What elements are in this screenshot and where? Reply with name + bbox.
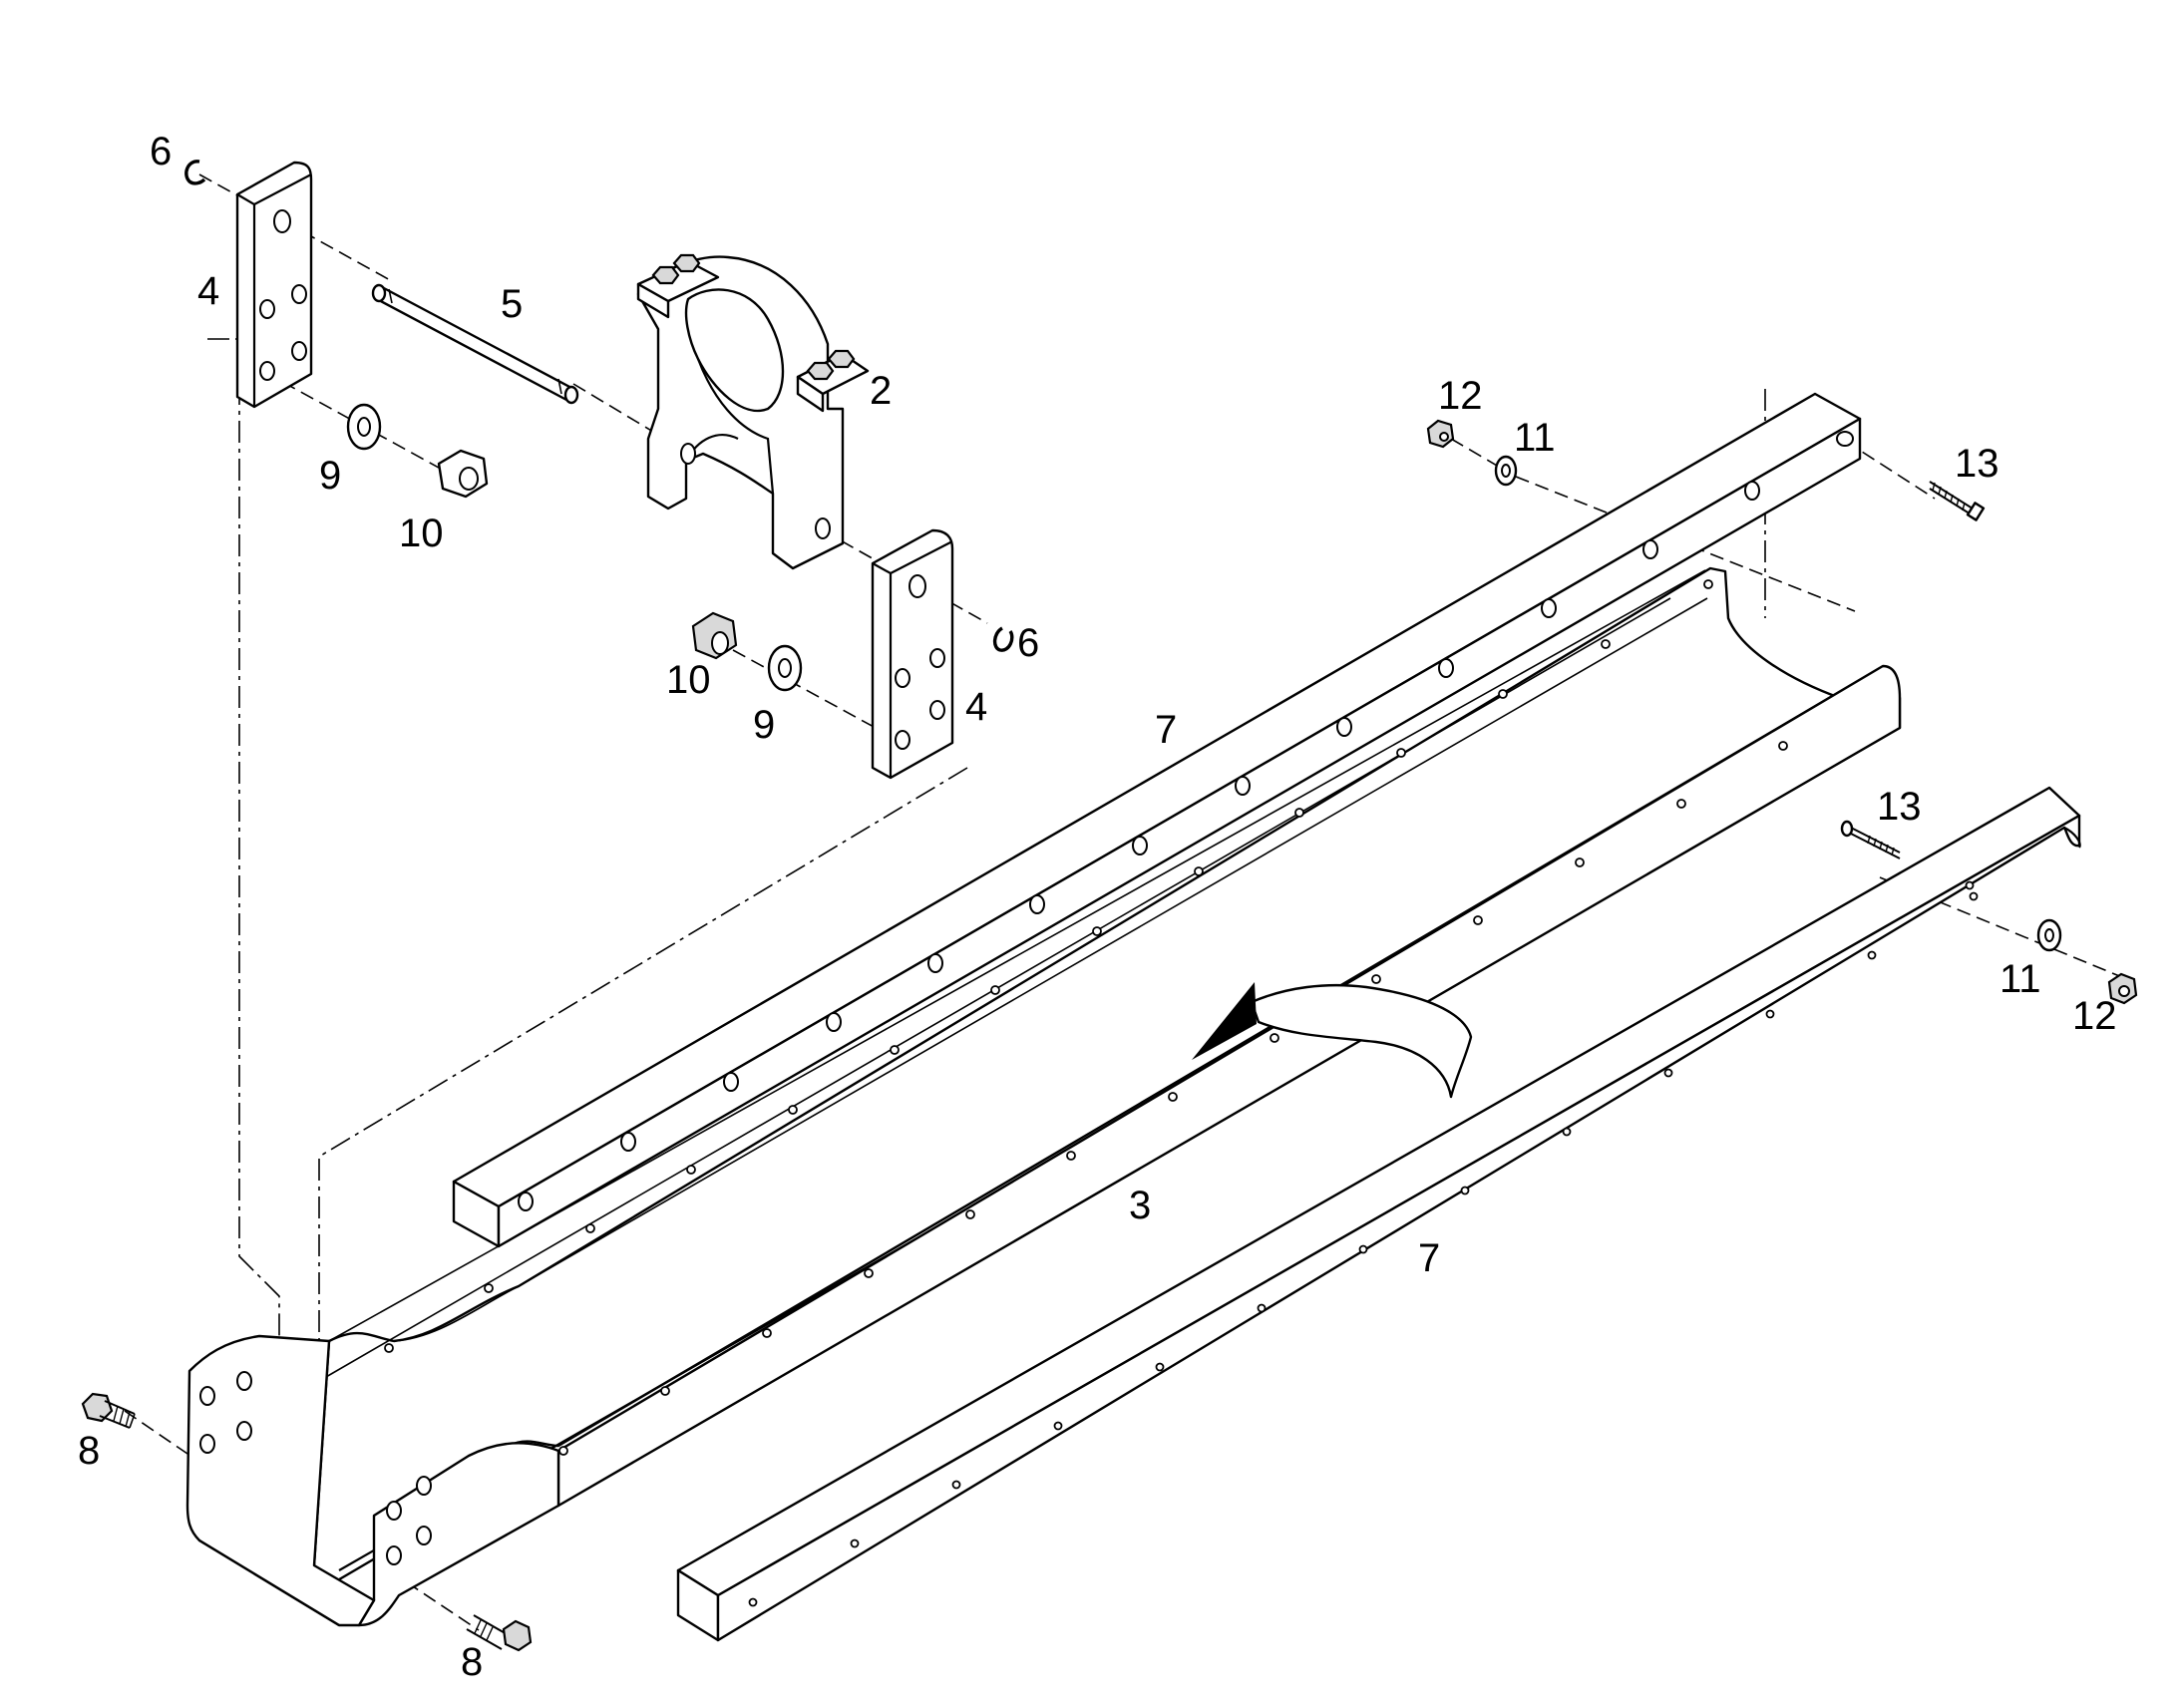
callout-bar-back: 7 (1155, 708, 1177, 752)
callout-labels: 2 3 4 4 5 6 6 7 7 8 8 9 9 10 10 11 11 12… (78, 130, 2117, 1684)
callout-nut-top: 12 (1438, 374, 1483, 418)
screw-bottom (1840, 820, 1901, 859)
screw-top (1929, 481, 1986, 521)
washer-left (346, 403, 382, 451)
callout-washer-bottom: 11 (1999, 957, 2041, 1001)
callout-clamp: 2 (870, 369, 892, 413)
callout-bar-front: 7 (1418, 1236, 1440, 1280)
front-bar-holes (748, 880, 1979, 1607)
pin (371, 283, 579, 405)
clip-left (184, 160, 206, 185)
direction-arrow-icon (1192, 982, 1257, 1060)
callout-washer-top: 11 (1514, 416, 1556, 460)
clip-right (992, 626, 1014, 652)
nut-bottom (2107, 972, 2138, 1005)
callout-clip-left: 6 (150, 130, 172, 173)
callout-washer-left: 9 (319, 454, 341, 498)
bolt-left (81, 1392, 136, 1429)
callout-channel: 3 (1129, 1184, 1151, 1227)
nut-right (691, 611, 738, 660)
bolt-bottom (466, 1614, 533, 1652)
callout-clip-right: 6 (1017, 621, 1039, 665)
callout-nut-bottom: 12 (2072, 994, 2117, 1038)
callout-nut-right: 10 (666, 658, 711, 702)
mounting-plate-left (235, 161, 313, 409)
callout-washer-right: 9 (753, 703, 775, 747)
clamp-bolt-heads (651, 253, 856, 381)
channel-flange-holes (384, 579, 1788, 1456)
callout-bolt-left: 8 (78, 1429, 100, 1473)
nut-top (1426, 419, 1455, 449)
pipe-clamp (636, 253, 870, 570)
u-channel (185, 566, 1902, 1627)
washer-top (1494, 455, 1518, 487)
mounting-plate-right (871, 528, 954, 780)
callout-pin: 5 (501, 282, 523, 326)
rear-bar-holes (518, 481, 1760, 1211)
callout-plate-right: 4 (965, 685, 987, 729)
callout-screw-bottom: 13 (1877, 785, 1922, 829)
channel-end-holes (199, 1371, 432, 1565)
callout-bolt-bottom: 8 (461, 1640, 483, 1684)
callout-screw-top: 13 (1955, 442, 1999, 486)
front-square-bar (676, 786, 2081, 1642)
washer-bottom (2036, 918, 2062, 952)
nut-left (437, 449, 489, 499)
callout-plate-left: 4 (197, 269, 219, 313)
washer-right (767, 644, 803, 692)
callout-nut-left: 10 (399, 512, 444, 555)
